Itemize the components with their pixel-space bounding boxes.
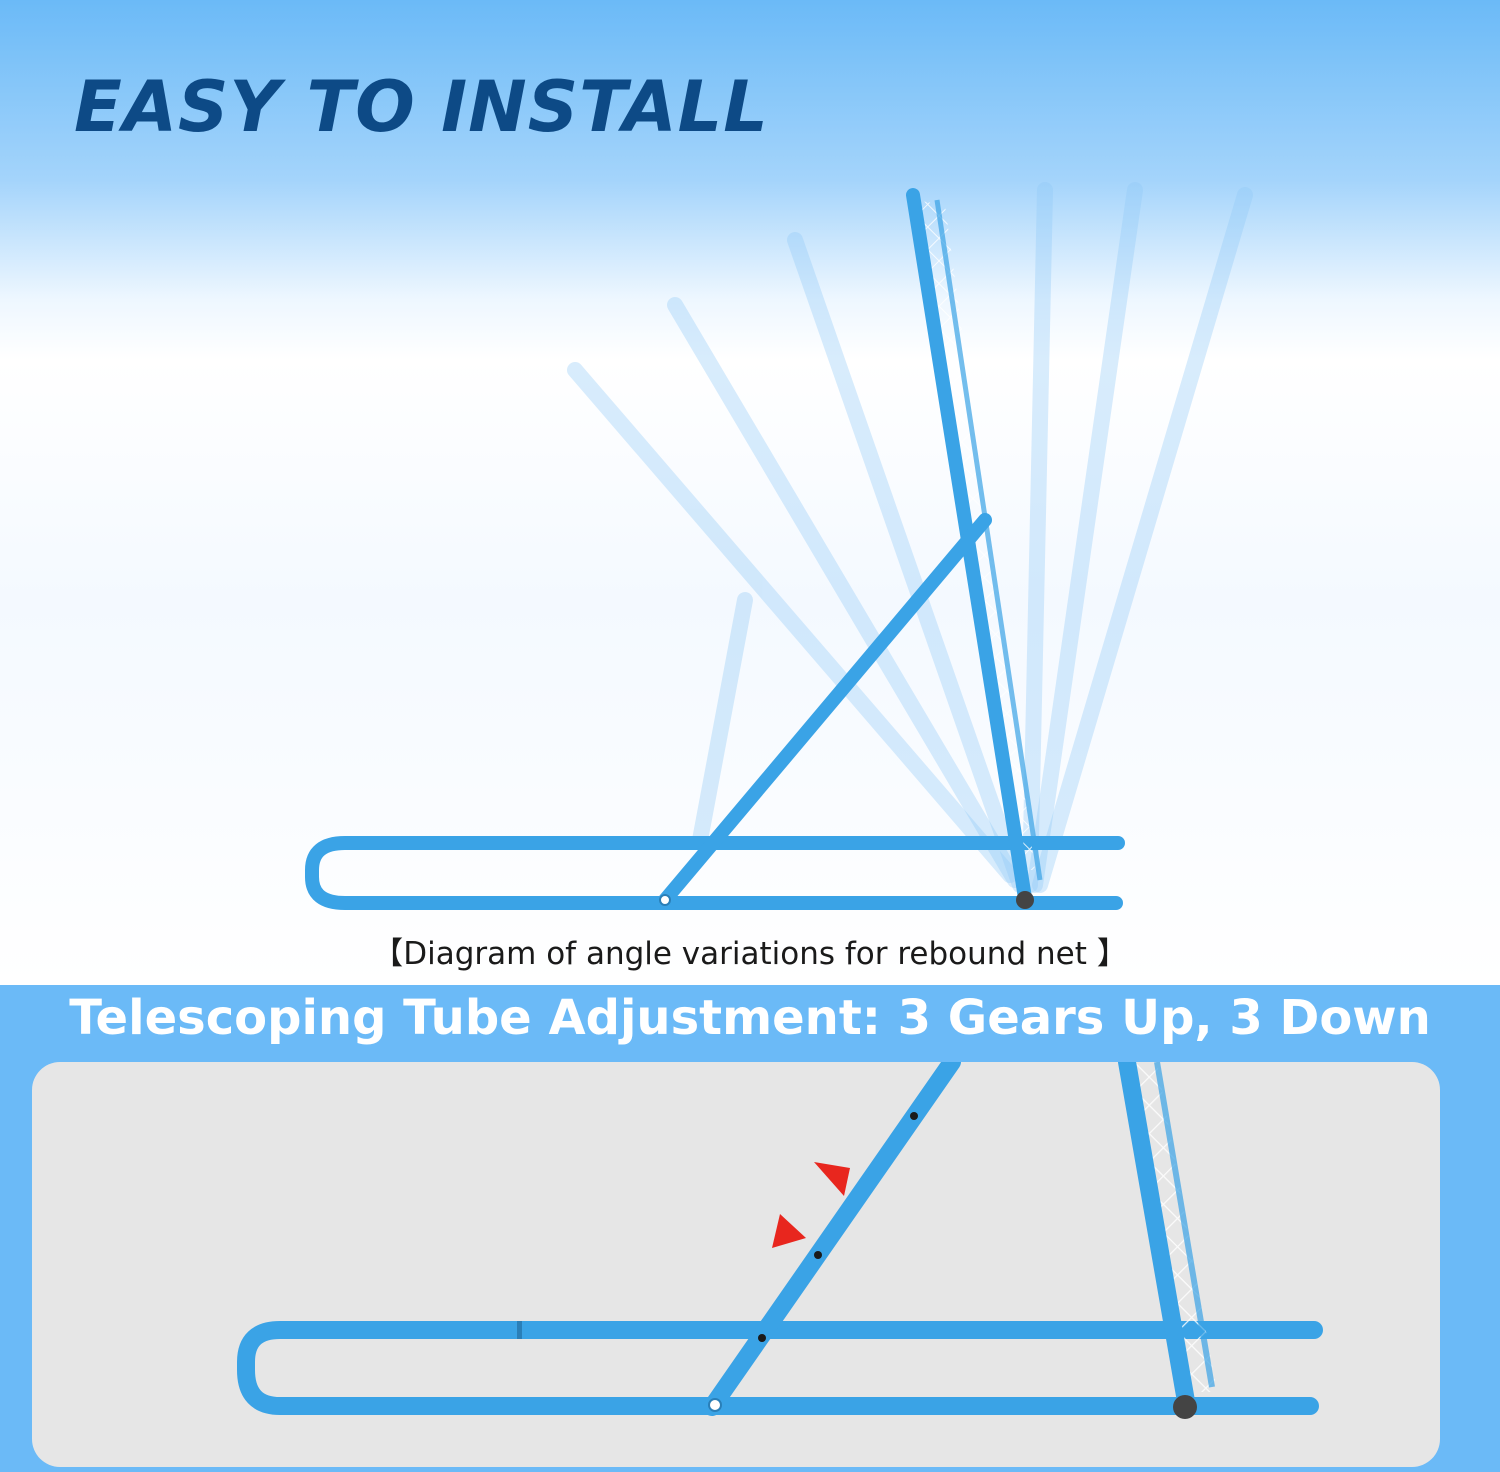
angle-ghost-frame [567, 362, 1018, 883]
angle-ghost-frame [1022, 182, 1053, 893]
angle-ghost-frame [787, 232, 1028, 893]
headline: EASY TO INSTALL [74, 66, 769, 148]
top-background [0, 0, 1500, 985]
angle-variation-diagram [305, 182, 1253, 910]
detail-panel [32, 1062, 1440, 1467]
rebound-net-frame [305, 188, 1125, 910]
adjustment-title: Telescoping Tube Adjustment: 3 Gears Up,… [69, 990, 1431, 1046]
angle-ghost-frame [1027, 182, 1143, 893]
telescoping-tube-closeup [237, 1062, 1323, 1419]
angle-ghost-frame [667, 297, 1023, 888]
angle-ghost-frame [1032, 187, 1253, 893]
diagram-caption: 【Diagram of angle variations for rebound… [372, 936, 1128, 972]
adjustment-arrow-icon [772, 1162, 850, 1248]
